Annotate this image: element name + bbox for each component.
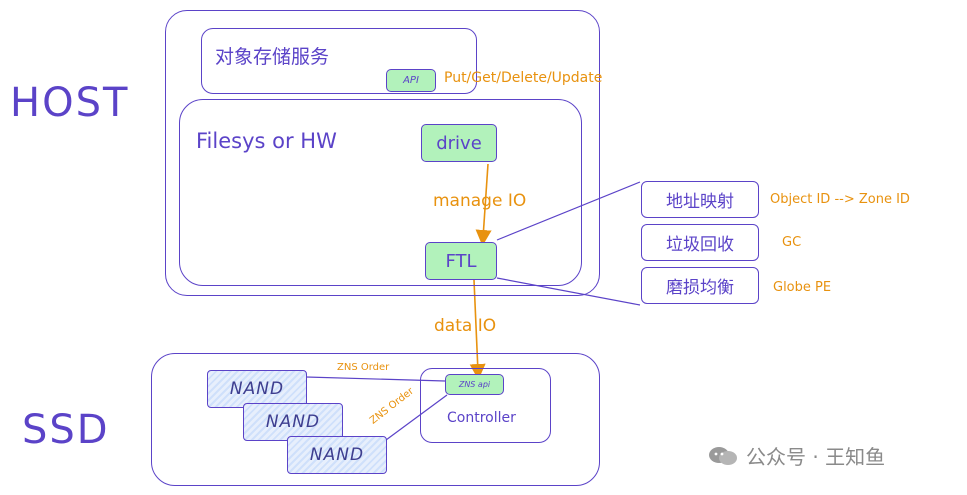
data-io-label: data IO <box>434 316 497 336</box>
nand-3-label: NAND <box>309 445 365 465</box>
ssd-container <box>151 353 600 486</box>
garbage-collection-label: 垃圾回收 <box>666 235 734 255</box>
ftl-function-address-mapping: 地址映射 <box>641 181 759 218</box>
filesystem-box <box>179 99 582 286</box>
ftl-label: FTL <box>445 250 477 272</box>
host-container <box>165 10 600 296</box>
api-label: API <box>403 75 419 86</box>
manage-io-arrow <box>475 163 492 246</box>
watermark-text: 公众号 · 王知鱼 <box>746 445 886 469</box>
ftl-function-wear-leveling: 磨损均衡 <box>641 267 759 304</box>
nand-chip-1: NAND <box>207 370 307 408</box>
ftl-to-mapping-line <box>496 181 641 241</box>
nand-2-label: NAND <box>265 412 321 432</box>
wear-leveling-note: Globe PE <box>773 280 832 295</box>
zns-api-label: ZNS api <box>458 380 491 389</box>
watermark: 公众号 · 王知鱼 <box>708 441 885 470</box>
nand-chip-3: NAND <box>287 436 387 474</box>
controller-box <box>420 368 551 443</box>
api-operations-label: Put/Get/Delete/Update <box>444 70 603 86</box>
manage-io-label: manage IO <box>433 191 527 211</box>
drive-label: drive <box>436 132 482 154</box>
nand-chip-2: NAND <box>243 403 343 441</box>
ftl-to-wear-line <box>496 277 641 306</box>
ssd-label: SSD <box>22 407 110 453</box>
controller-label: Controller <box>447 410 516 426</box>
zns-api-box: ZNS api <box>445 374 504 395</box>
address-mapping-label: 地址映射 <box>666 192 734 212</box>
ftl-function-garbage-collection: 垃圾回收 <box>641 224 759 261</box>
filesystem-title: Filesys or HW <box>196 129 337 153</box>
drive-box: drive <box>421 124 497 162</box>
host-label: HOST <box>10 80 130 126</box>
nand1-to-controller-line <box>305 376 446 382</box>
object-storage-service-title: 对象存储服务 <box>215 46 330 68</box>
ftl-box: FTL <box>425 242 497 280</box>
object-storage-service-box <box>201 28 477 94</box>
nand-1-label: NAND <box>229 379 285 399</box>
zns-order-label-1: ZNS Order <box>337 362 390 373</box>
wear-leveling-label: 磨损均衡 <box>666 278 734 298</box>
nand3-to-controller-line <box>385 394 448 441</box>
address-mapping-note: Object ID --> Zone ID <box>770 192 910 207</box>
chat-bubble-icon <box>708 445 738 467</box>
garbage-collection-note: GC <box>782 235 802 250</box>
api-box: API <box>386 69 436 92</box>
